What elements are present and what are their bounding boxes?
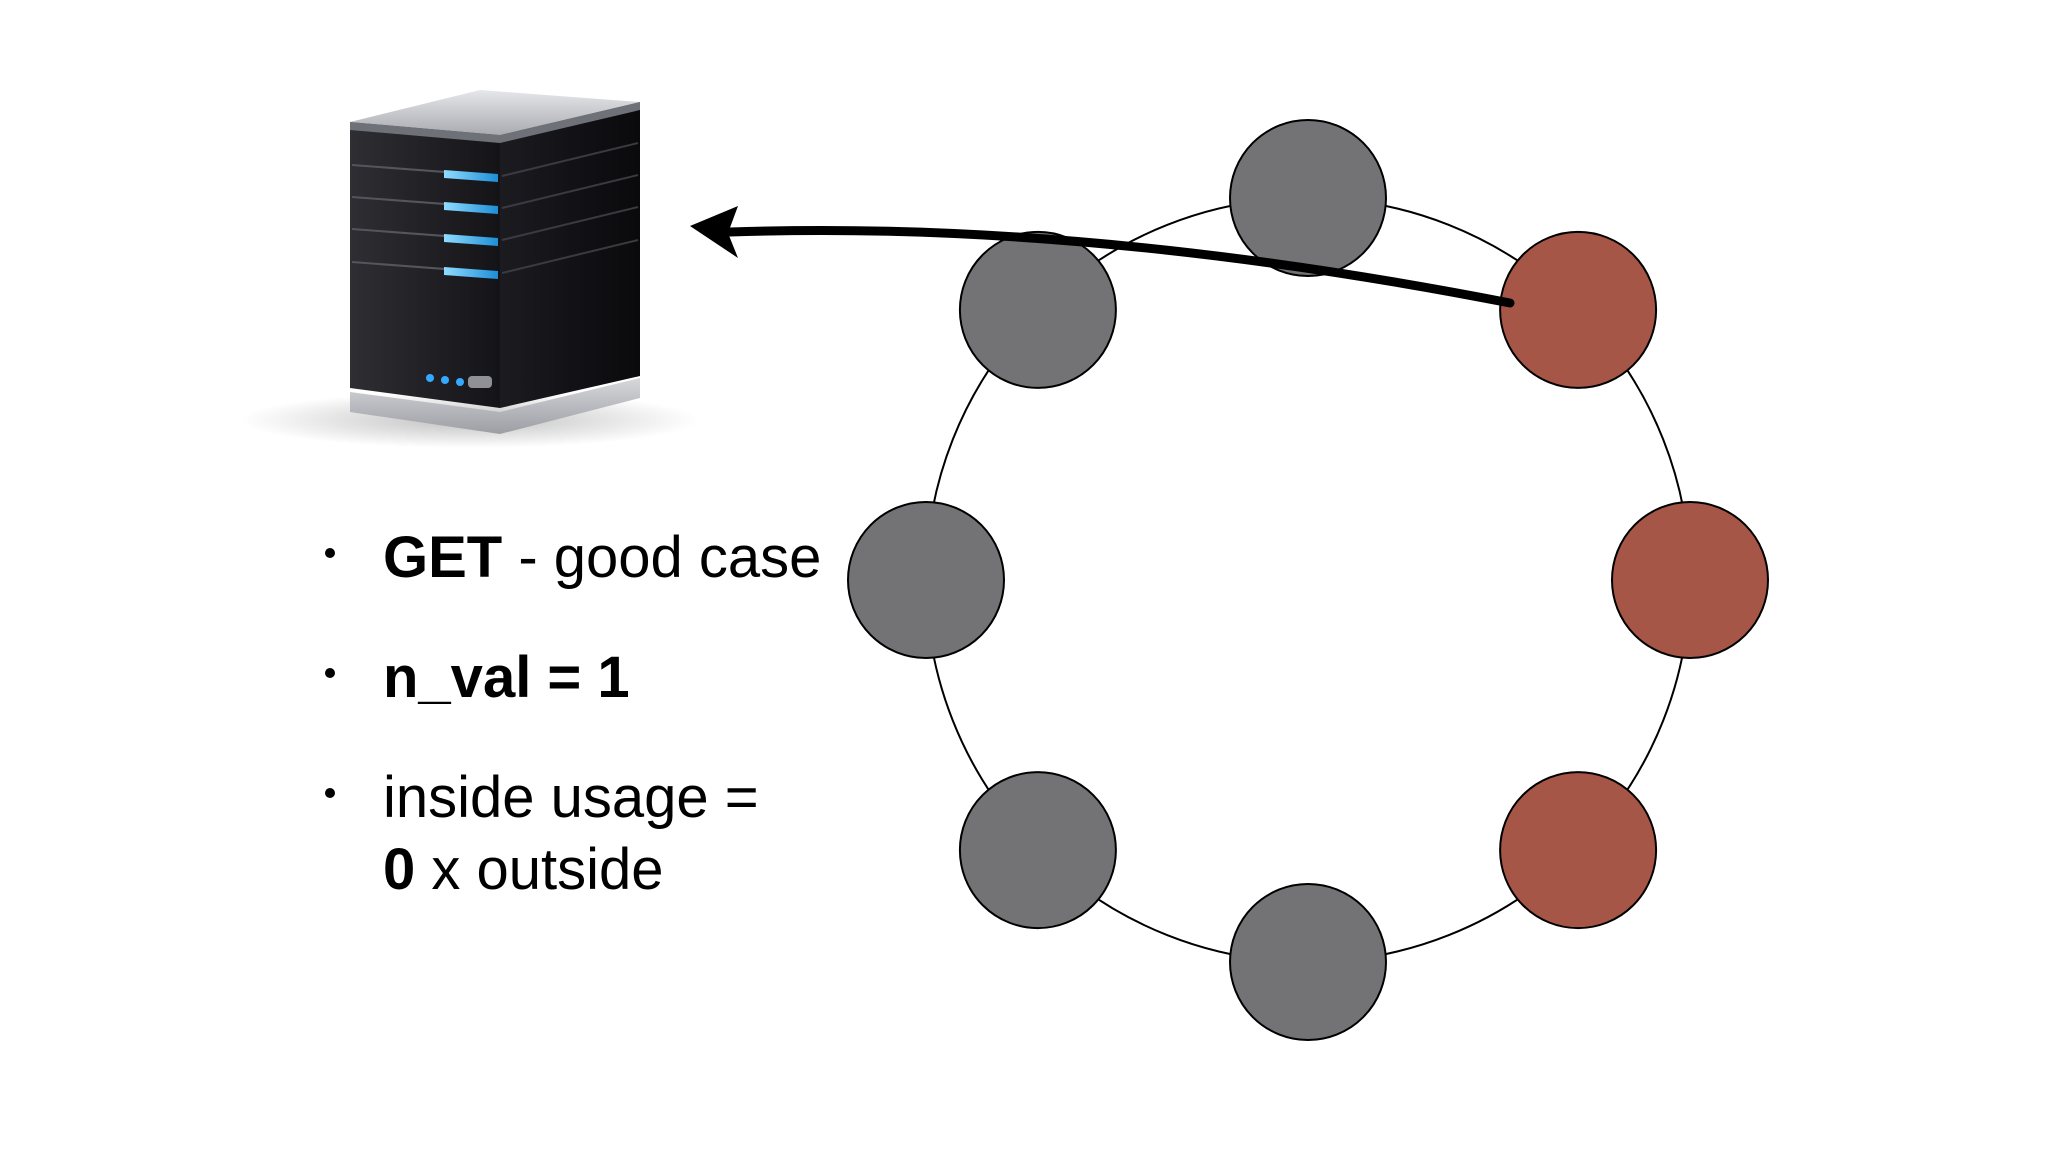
request-arrow <box>690 206 1515 308</box>
bullet-get-text: - good case <box>502 525 822 590</box>
arrow-head <box>690 206 738 258</box>
node-top-right <box>1499 230 1658 389</box>
node-top-left <box>958 230 1117 389</box>
bullet-dot <box>325 788 335 798</box>
node-left <box>847 501 1005 659</box>
node-top <box>1229 119 1387 277</box>
bullet-usage-line2-bold: 0 <box>383 837 416 902</box>
bullet-nval-bold: n_val = 1 <box>383 645 630 710</box>
bullet-usage-line2-text: x outside <box>415 837 664 902</box>
server-tower-icon <box>240 90 700 448</box>
node-bottom-left <box>958 771 1117 930</box>
bullet-usage-text: inside usage = <box>383 765 759 830</box>
bullet-list: GET - good case n_val = 1 inside usage =… <box>325 522 845 954</box>
bullet-nval: n_val = 1 <box>325 642 845 714</box>
bullet-usage: inside usage = 0 x outside <box>325 762 845 906</box>
node-bottom <box>1229 883 1387 1041</box>
node-right <box>1611 501 1769 659</box>
node-bottom-right <box>1499 771 1658 930</box>
ring-nodes <box>847 119 1769 1041</box>
bullet-dot <box>325 668 335 678</box>
bullet-dot <box>325 548 335 558</box>
bullet-get-bold: GET <box>383 525 503 590</box>
bullet-get: GET - good case <box>325 522 845 594</box>
